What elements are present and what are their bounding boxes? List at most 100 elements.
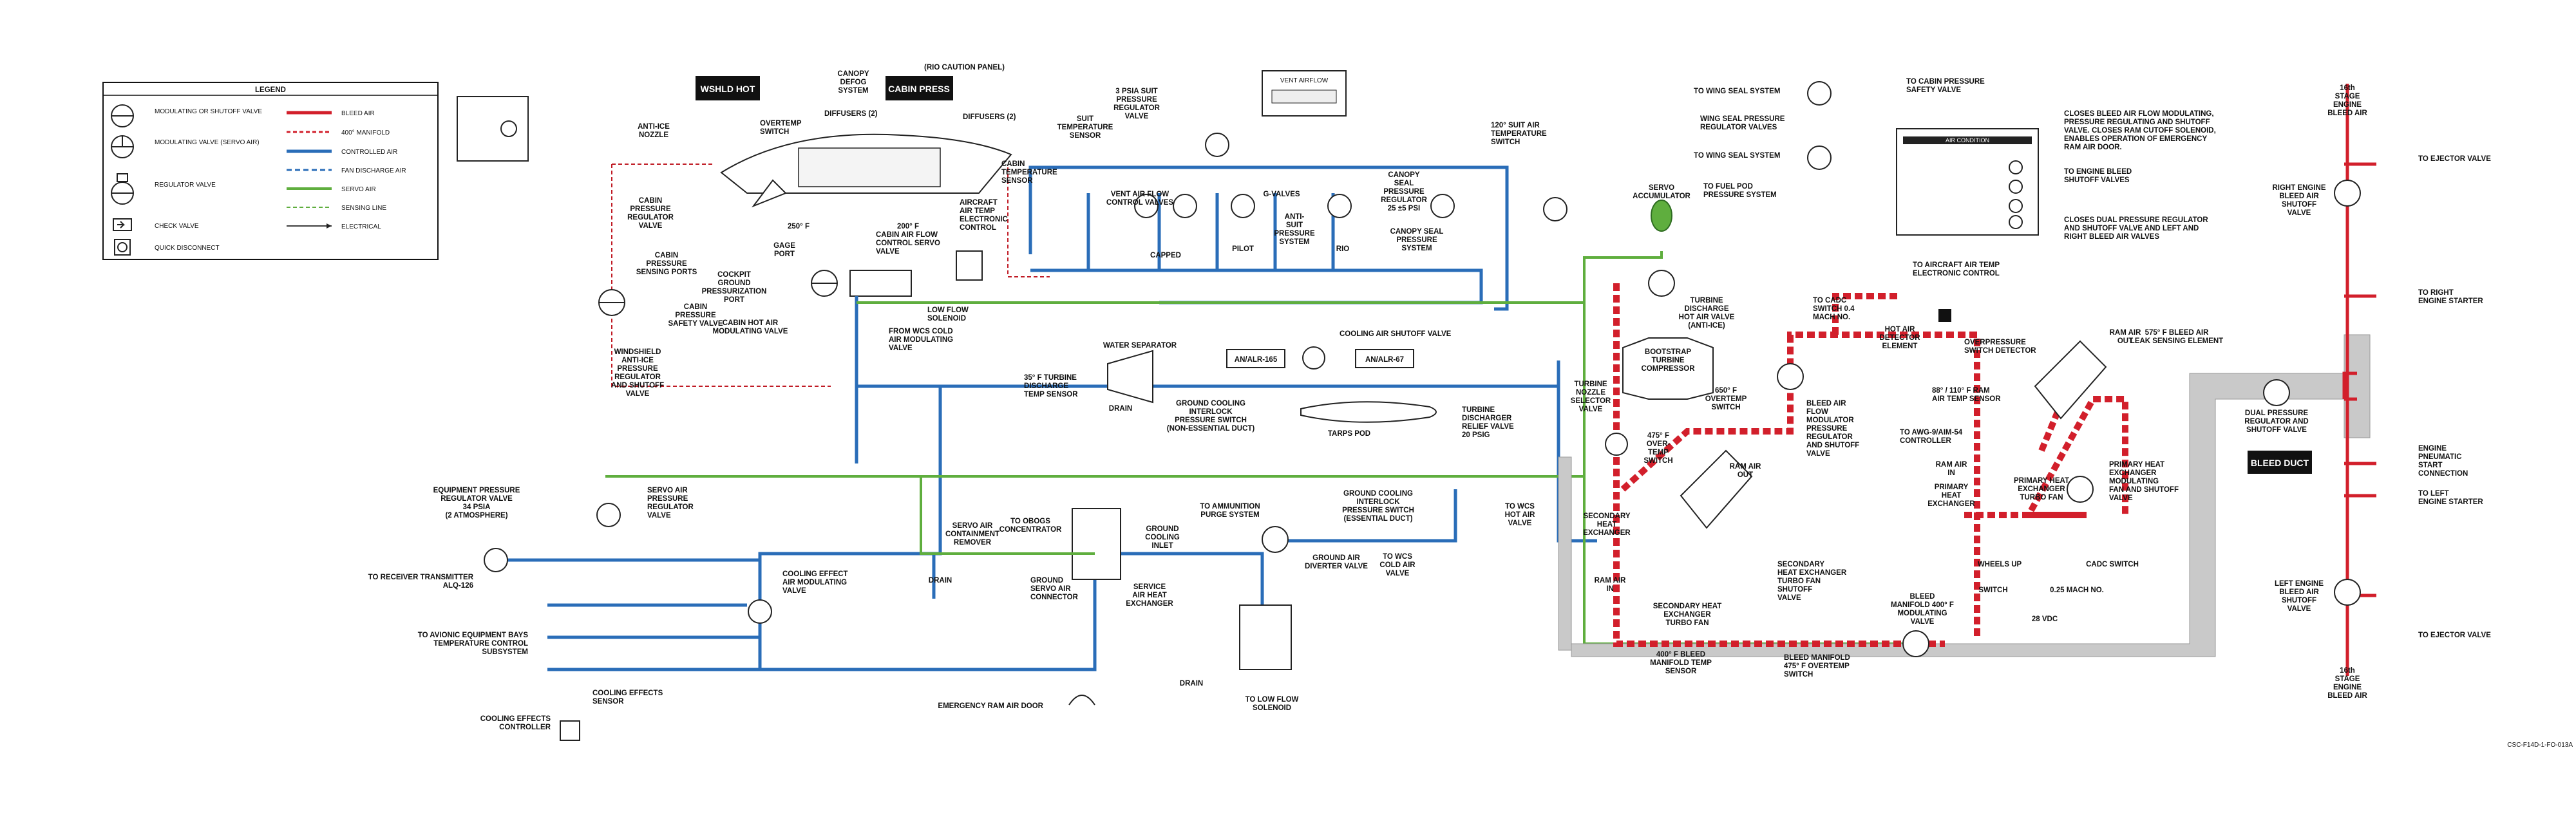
water-separator-label: WATER SEPARATOR [1103, 342, 1177, 350]
turbine-nozzle-selector-valve [1605, 433, 1628, 456]
alr-67-text: AN/ALR-67 [1365, 356, 1404, 364]
canopy-seal-regulator [1430, 194, 1455, 218]
legend-symbol-label: CHECK VALVE [155, 223, 199, 230]
vdc-28-label: 28 VDC [2032, 615, 2058, 623]
emergency-ram-air-door [1068, 695, 1095, 706]
diffusers-1-label: DIFFUSERS (2) [824, 110, 878, 118]
alr-165-text: AN/ALR-165 [1235, 356, 1278, 364]
legend-line-label: SENSING LINE [341, 205, 386, 212]
mach-025-label: 0.25 MACH NO. [2050, 586, 2104, 594]
diffusers-2-label: DIFFUSERS (2) [963, 113, 1016, 121]
bleed-duct-indicator [2248, 451, 2312, 474]
hot-air-detector-element [1938, 309, 1951, 322]
drain-3-label: DRAIN [1180, 680, 1203, 688]
legend-symbol-label: QUICK DISCONNECT [155, 245, 220, 252]
to-ejector-1-label: TO EJECTOR VALVE [2418, 155, 2491, 163]
air-condition-label: AIR CONDITION [1946, 137, 1989, 144]
legend-symbol-label: MODULATING VALVE (SERVO AIR) [155, 139, 260, 146]
cabin-air-flow-servo-valve [849, 270, 912, 297]
ground-cld-panel [1239, 604, 1292, 670]
dual-pressure-reg-valve [2263, 379, 2290, 406]
legend-line-label: CONTROLLED AIR [341, 149, 397, 156]
rio-caution-label: (RIO CAUTION PANEL) [924, 64, 1005, 71]
turbine-discharge-hot-air-valve [1648, 270, 1675, 297]
figure-id: CSC-F14D-1-FO-013A [2507, 742, 2573, 749]
temp-250-label: 250° F [788, 223, 810, 230]
equipment-pressure-reg-valve [484, 548, 508, 572]
legend-title: LEGEND [255, 86, 286, 94]
primary-hx-mod-valve [2067, 476, 2094, 503]
left-engine-bleed-valve [2334, 579, 2361, 606]
emergency-ram-door-label: EMERGENCY RAM AIR DOOR [938, 702, 1043, 710]
to-wing-seal-2-label: TO WING SEAL SYSTEM [1694, 152, 1780, 160]
svg-text:BLEED DUCT: BLEED DUCT [2251, 458, 2309, 468]
rio-label: RIO [1336, 245, 1350, 253]
alr-165-box [1226, 349, 1285, 368]
svg-text:CABIN PRESS: CABIN PRESS [888, 84, 950, 94]
tarps-pod-label: TARPS POD [1328, 430, 1370, 438]
aircraft-air-temp-control [956, 250, 983, 281]
cockpit-panel [798, 147, 941, 187]
closes-bleed-label: CLOSES BLEED AIR FLOW MODULATING,PRESSUR… [2064, 110, 2216, 151]
cooling-effects-controller [560, 720, 580, 741]
to-wing-seal-1-label: TO WING SEAL SYSTEM [1694, 88, 1780, 95]
wheels-up-label: WHEELS UP [1978, 561, 2022, 568]
svg-text:WSHLD HOT: WSHLD HOT [701, 84, 755, 94]
primary-heat-exchanger [2034, 340, 2107, 420]
legend-symbol-label: MODULATING OR SHUTOFF VALVE [155, 108, 262, 115]
g-valve-pilot [1231, 194, 1255, 218]
water-separator [1107, 350, 1153, 404]
to-ejector-2-label: TO EJECTOR VALVE [2418, 632, 2491, 639]
ecs-core: BLEED DUCT AIR CONDITION [1558, 81, 2376, 676]
ext-env-panel [457, 96, 529, 162]
wing-seal-valve-2 [1807, 145, 1832, 170]
legend-line-label: ELECTRICAL [341, 223, 381, 230]
